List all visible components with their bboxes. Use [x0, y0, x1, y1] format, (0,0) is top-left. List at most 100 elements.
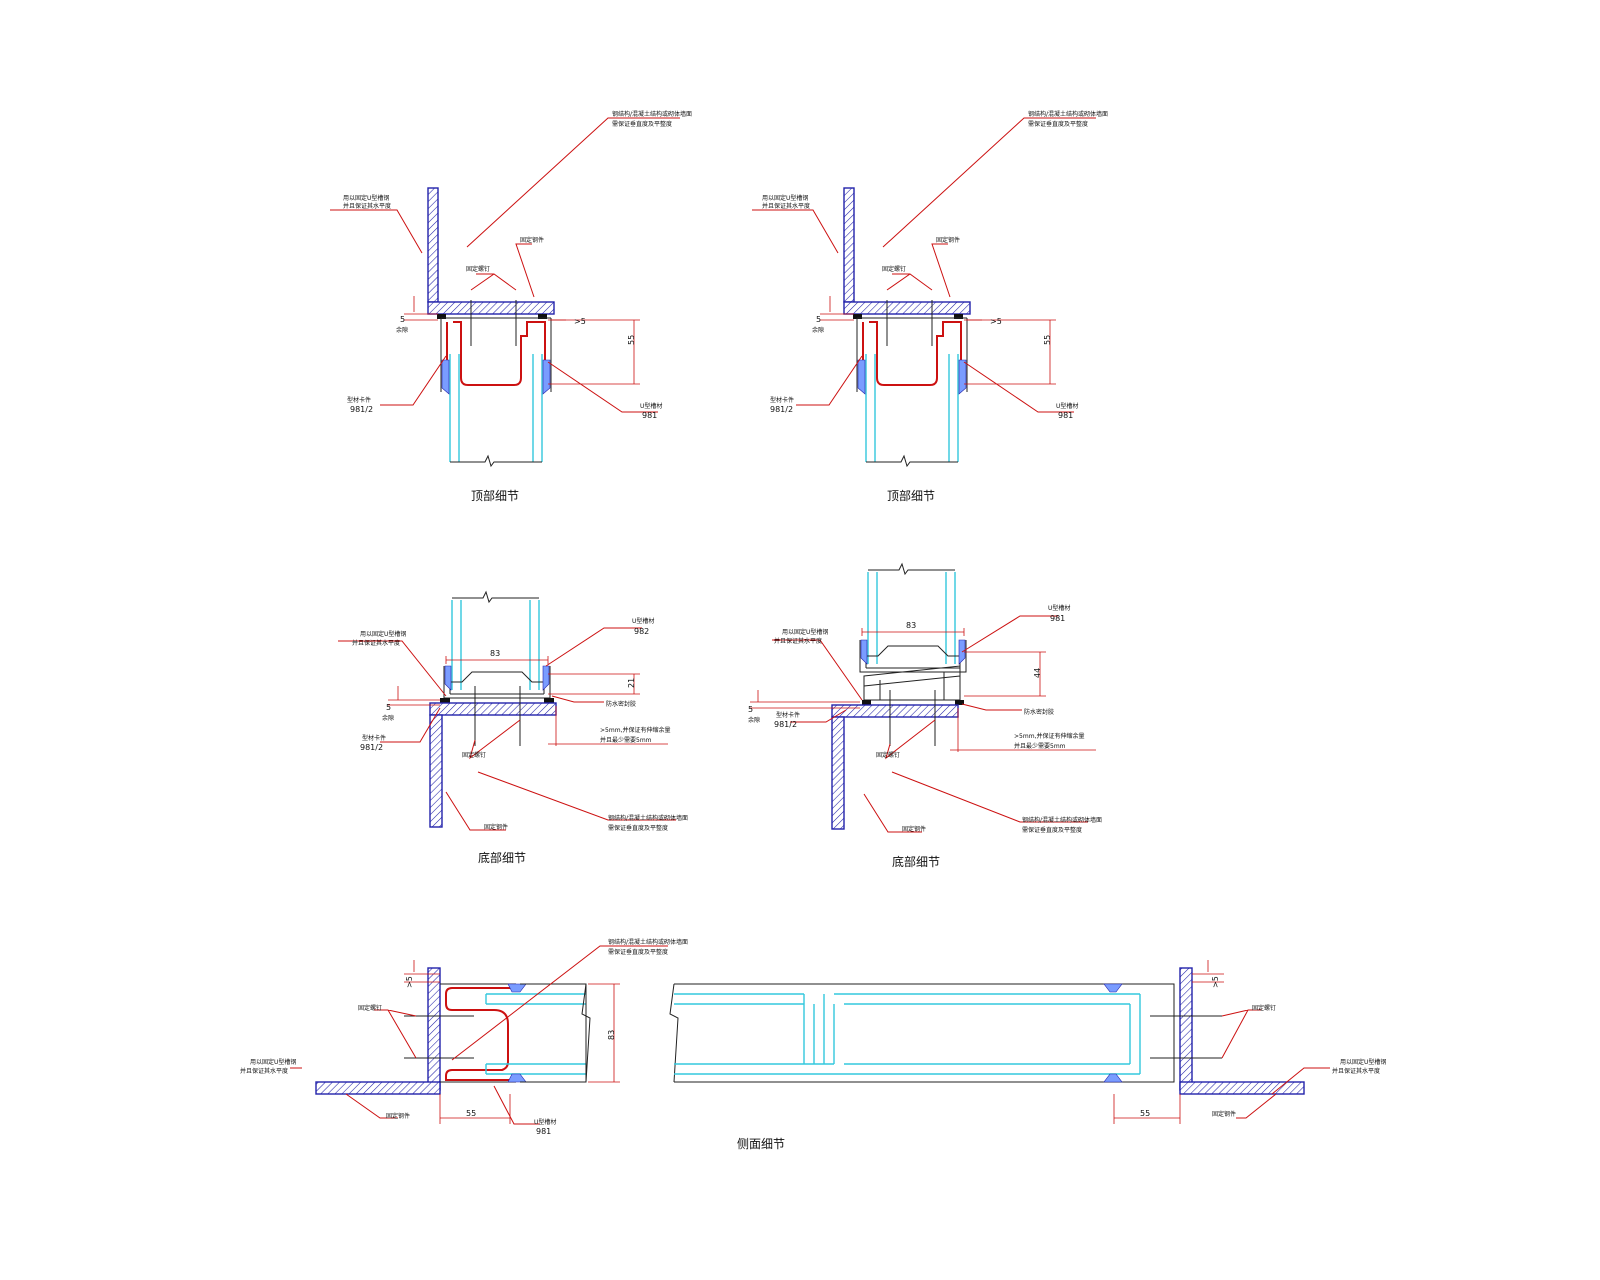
- gasket: [544, 698, 554, 703]
- wall-note-2: 并且保证其水平度: [352, 639, 400, 647]
- dim-55-label: 55: [1043, 335, 1052, 345]
- top-note-2: 需保证垂直度及平整度: [1028, 120, 1088, 128]
- side-wall-right-vertical: [1179, 967, 1193, 1091]
- wedge-adjuster: [863, 665, 961, 701]
- bottom-note-2: 需保证垂直度及平整度: [608, 824, 668, 832]
- leader-top-note: [882, 117, 1096, 248]
- gasket: [538, 314, 547, 319]
- dim-83-label: 83: [490, 649, 500, 658]
- dim-gt5-label: >5: [990, 317, 1002, 326]
- dim-5: [388, 686, 440, 706]
- gt5-note-2: 并且最少需要5mm: [600, 736, 652, 744]
- seal-label: 防水密封胶: [606, 700, 636, 708]
- leader-screw: [885, 719, 936, 760]
- screw-label: 固定螺钉: [358, 1004, 382, 1012]
- seal-right: [542, 359, 551, 395]
- dim-44: [964, 651, 1046, 697]
- leader-channel: [961, 615, 1058, 653]
- glass-break-line: [452, 590, 539, 604]
- left-glass-body: [520, 983, 591, 1083]
- leader-anchor: [345, 1093, 398, 1119]
- dim-5: [750, 690, 860, 709]
- dim-gt5: [950, 708, 1096, 752]
- leader-anchor: [515, 243, 535, 298]
- leader-screw: [374, 1009, 417, 1059]
- glass-panel: [449, 354, 543, 462]
- dim-21: [548, 673, 640, 695]
- glass-panel: [865, 354, 959, 462]
- screw-lines: [470, 300, 517, 346]
- left-dim-83: [588, 983, 620, 1083]
- floor-angle-horizontal: [429, 702, 557, 716]
- leader-seal: [551, 695, 604, 703]
- channel-spec: 981: [1058, 411, 1073, 420]
- seal-right: [958, 359, 967, 395]
- left-glass-edge: [485, 993, 586, 1075]
- seal-right: [542, 665, 550, 691]
- leader-anchor: [931, 243, 951, 298]
- gt5-note-1: >5mm,并保证有伸缩余量: [1014, 732, 1084, 740]
- seal-label: 防水密封胶: [1024, 708, 1054, 716]
- right-screw-lines: [1150, 1015, 1222, 1059]
- gasket: [437, 314, 446, 319]
- leader-clip: [790, 709, 847, 723]
- left-dim-55-label: 55: [466, 1109, 476, 1118]
- dim-5: [820, 296, 854, 321]
- dim-55-label: 55: [627, 335, 636, 345]
- left-dim-gt5-label: >5: [405, 976, 414, 988]
- dim-44-label: 44: [1033, 668, 1042, 678]
- title-side: 侧面细节: [737, 1137, 785, 1151]
- anchor-label: 固定钢件: [520, 236, 544, 244]
- floor-angle-vertical: [831, 716, 845, 830]
- wall-note-1: 用以固定U型槽钢: [250, 1058, 296, 1066]
- channel-label: U型槽材: [632, 617, 654, 625]
- min-gap-label: 余隙: [396, 326, 408, 334]
- u-channel-profile: [862, 321, 962, 386]
- gasket: [955, 700, 964, 705]
- leader-bottom-note: [891, 771, 1088, 823]
- leader-wall-note: [772, 639, 863, 701]
- wall-note-2: 并且保证其水平度: [240, 1067, 288, 1075]
- leader-channel: [547, 361, 658, 413]
- anchor-label: 固定钢件: [386, 1112, 410, 1120]
- bottom-note-2: 需保证垂直度及平整度: [1022, 826, 1082, 834]
- wall-note-1: 用以固定U型槽钢: [782, 628, 828, 636]
- glass-break-line: [450, 454, 542, 468]
- wall-note-right-1: 用以固定U型槽钢: [1340, 1058, 1386, 1066]
- dim-83: [861, 628, 965, 636]
- anchor-label: 固定钢件: [902, 825, 926, 833]
- gasket: [862, 700, 871, 705]
- wall-note-2: 并且保证其水平度: [343, 202, 391, 210]
- clip-label: 型材卡件: [770, 396, 794, 404]
- title-top-right: 顶部细节: [887, 488, 935, 503]
- seal-left: [441, 359, 450, 395]
- dim-55: [548, 319, 640, 385]
- wall-note-1: 用以固定U型槽钢: [762, 194, 808, 202]
- wall-note-2: 并且保证其水平度: [762, 202, 810, 210]
- wall-angle-horizontal: [843, 301, 971, 315]
- anchor-label: 固定钢件: [484, 823, 508, 831]
- title-bottom-right: 底部细节: [892, 854, 940, 869]
- wall-note-2: 并且保证其水平度: [774, 637, 822, 645]
- right-dim-gt5-label: >5: [1211, 976, 1220, 988]
- left-channel-frame: [440, 983, 516, 1083]
- leader-clip: [380, 355, 447, 406]
- clip-spec: 981/2: [770, 405, 793, 414]
- left-seal-bottom: [507, 1073, 527, 1083]
- min-gap-label: 余隙: [812, 326, 824, 334]
- wall-note-right-2: 并且保证其水平度: [1332, 1067, 1380, 1075]
- wall-angle-vertical: [427, 187, 439, 303]
- dim-gt5-label: >5: [574, 317, 586, 326]
- gt5-note-1: >5mm,并保证有伸缩余量: [600, 726, 670, 734]
- right-dim-gt5: [1192, 960, 1224, 983]
- dim-5: [404, 296, 438, 321]
- leader-wall-note: [330, 209, 423, 254]
- clip-spec: 981/2: [360, 743, 383, 752]
- seal-left: [444, 665, 452, 691]
- side-wall-left-vertical: [427, 967, 441, 1091]
- wall-note-1: 用以固定U型槽钢: [343, 194, 389, 202]
- channel-label: U型槽材: [534, 1118, 556, 1126]
- leader-clip: [380, 707, 441, 743]
- gasket: [954, 314, 963, 319]
